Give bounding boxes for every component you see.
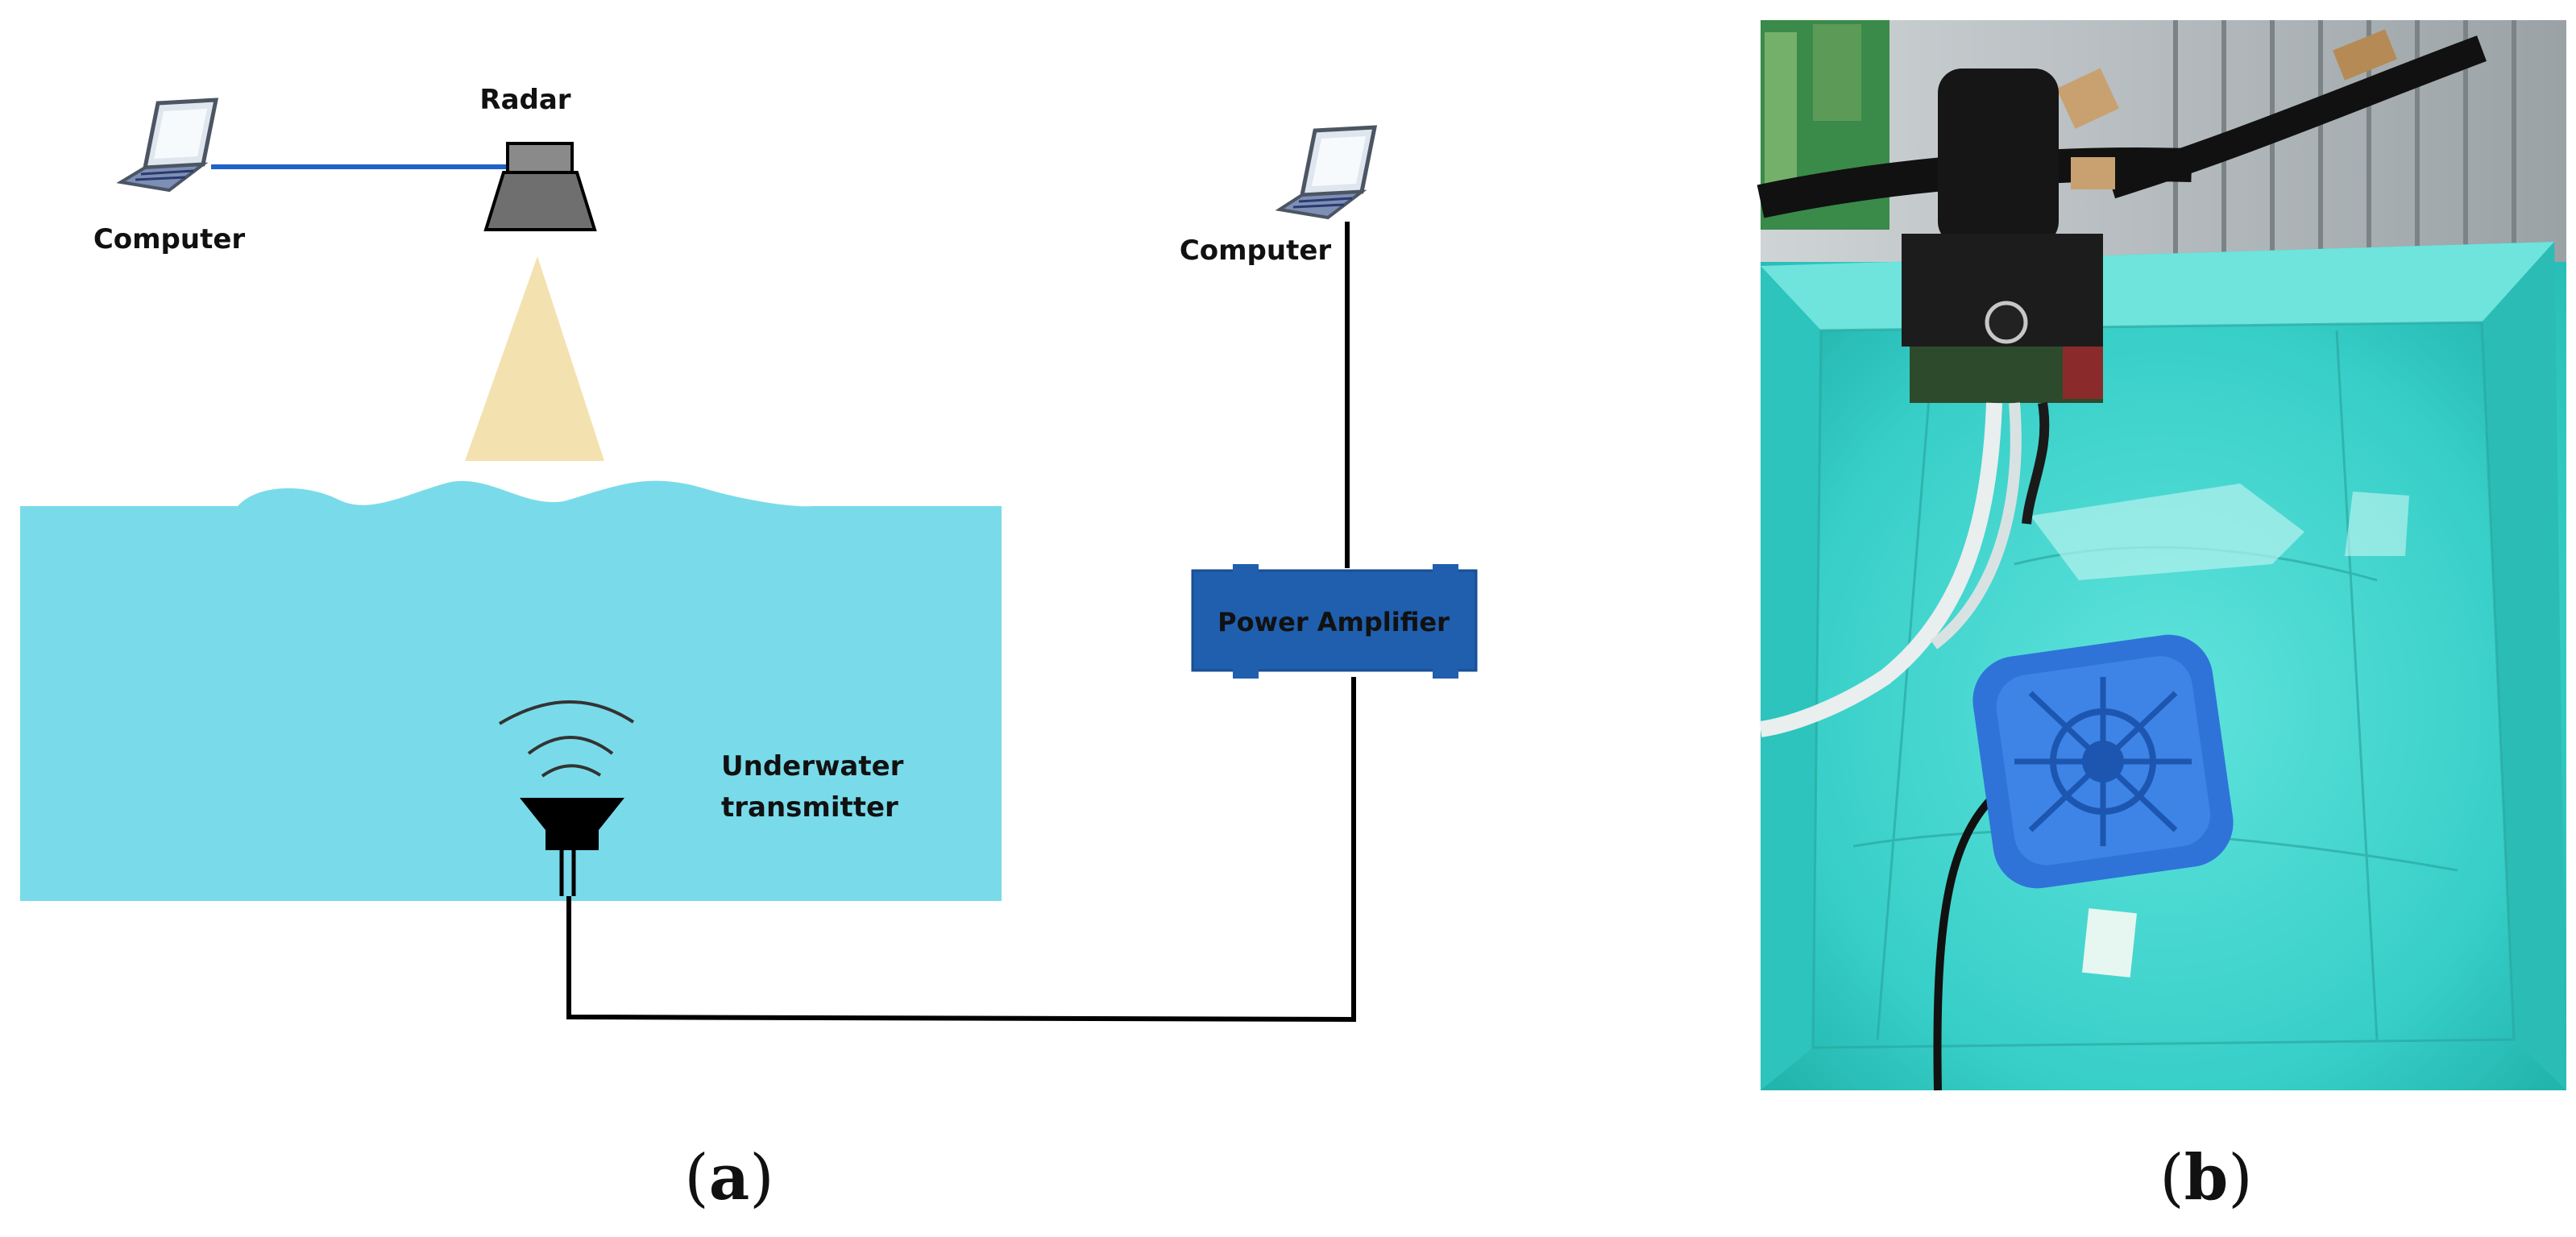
radar-label: Radar [479, 84, 570, 116]
transducer-pad [1972, 634, 2234, 889]
power-amplifier-box [1191, 564, 1478, 679]
caption-b: (b) [2159, 1141, 2252, 1214]
transmitter-label-line2: transmitter [721, 791, 898, 824]
panel-a-schematic: Computer Radar Underwater transmitter Co… [20, 84, 1478, 1214]
mounting-arm [1757, 29, 2487, 403]
radar-beam [465, 256, 604, 461]
amplifier-label: Power Amplifier [1217, 607, 1450, 637]
transmitter-label-line1: Underwater [721, 750, 904, 782]
laptop-icon-right [1275, 125, 1378, 220]
panel-b-photo: (b) [1757, 20, 2566, 1214]
radar-icon [483, 142, 597, 231]
left-computer-label: Computer [93, 223, 246, 255]
cable-amplifier-transmitter [566, 677, 1356, 1023]
laptop-icon-left [116, 98, 219, 193]
transmitter-icon [520, 798, 624, 896]
caption-a: (a) [684, 1141, 774, 1214]
right-computer-label: Computer [1180, 235, 1332, 267]
acoustic-waves [498, 700, 635, 778]
water-body [20, 480, 1002, 901]
